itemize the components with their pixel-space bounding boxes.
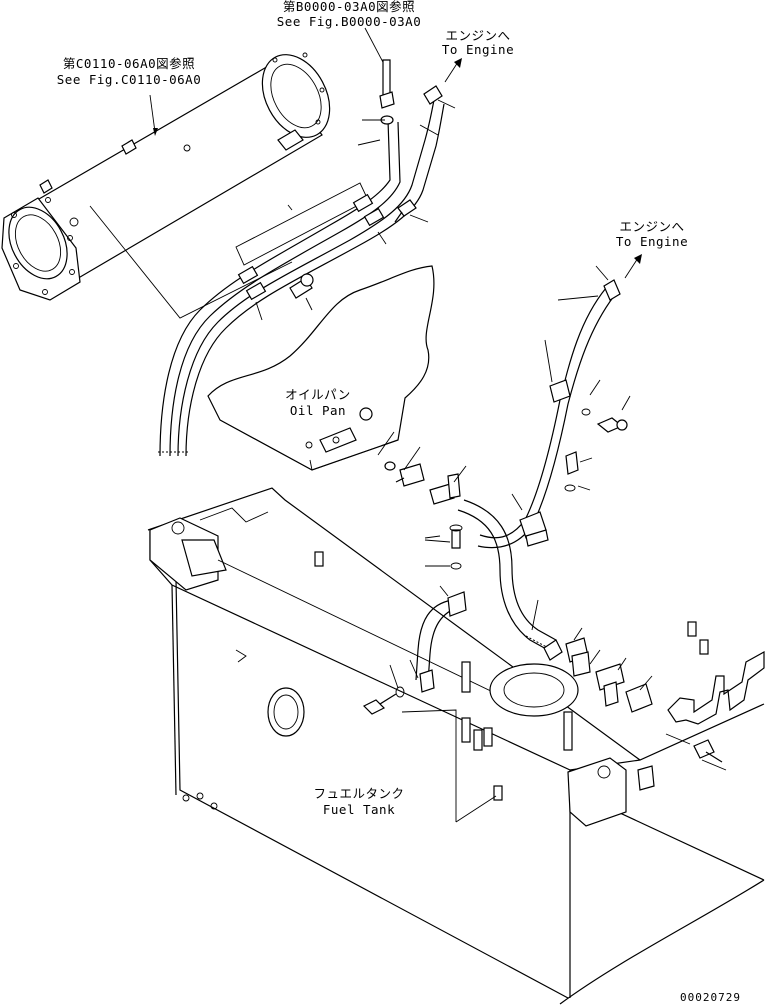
right-hose — [477, 279, 628, 549]
ref-b-en-label: See Fig.B0000-03A0 — [276, 14, 422, 29]
ref-b-jp-label: 第B0000-03A0図参照 — [282, 0, 416, 14]
oil-pan-jp-label: オイルパン — [285, 387, 351, 402]
right-bracket — [665, 650, 765, 771]
fuel-tank — [147, 487, 765, 1005]
tank-port-fittings — [565, 627, 653, 713]
muffler-cylinder — [1, 52, 331, 301]
oil-pan-en-label: Oil Pan — [289, 403, 347, 418]
drawing-number: 00020729 — [680, 991, 741, 1004]
to-engine-2-jp-label: エンジンへ — [619, 219, 685, 234]
to-engine-1-en-label: To Engine — [441, 42, 515, 57]
ref-c-en-label: See Fig.C0110-06A0 — [56, 72, 202, 87]
to-engine-1-jp-label: エンジンへ — [445, 28, 511, 43]
drain-fittings — [377, 431, 467, 505]
fuel-tank-jp-label: フュエルタンク — [313, 786, 405, 801]
fuel-tank-en-label: Fuel Tank — [322, 802, 396, 817]
oil-pan — [207, 265, 435, 471]
to-engine-2-en-label: To Engine — [615, 234, 689, 249]
ref-c-jp-label: 第C0110-06A0図参照 — [62, 56, 196, 71]
middle-hose — [362, 499, 563, 715]
upper-hose-assembly — [158, 59, 445, 457]
